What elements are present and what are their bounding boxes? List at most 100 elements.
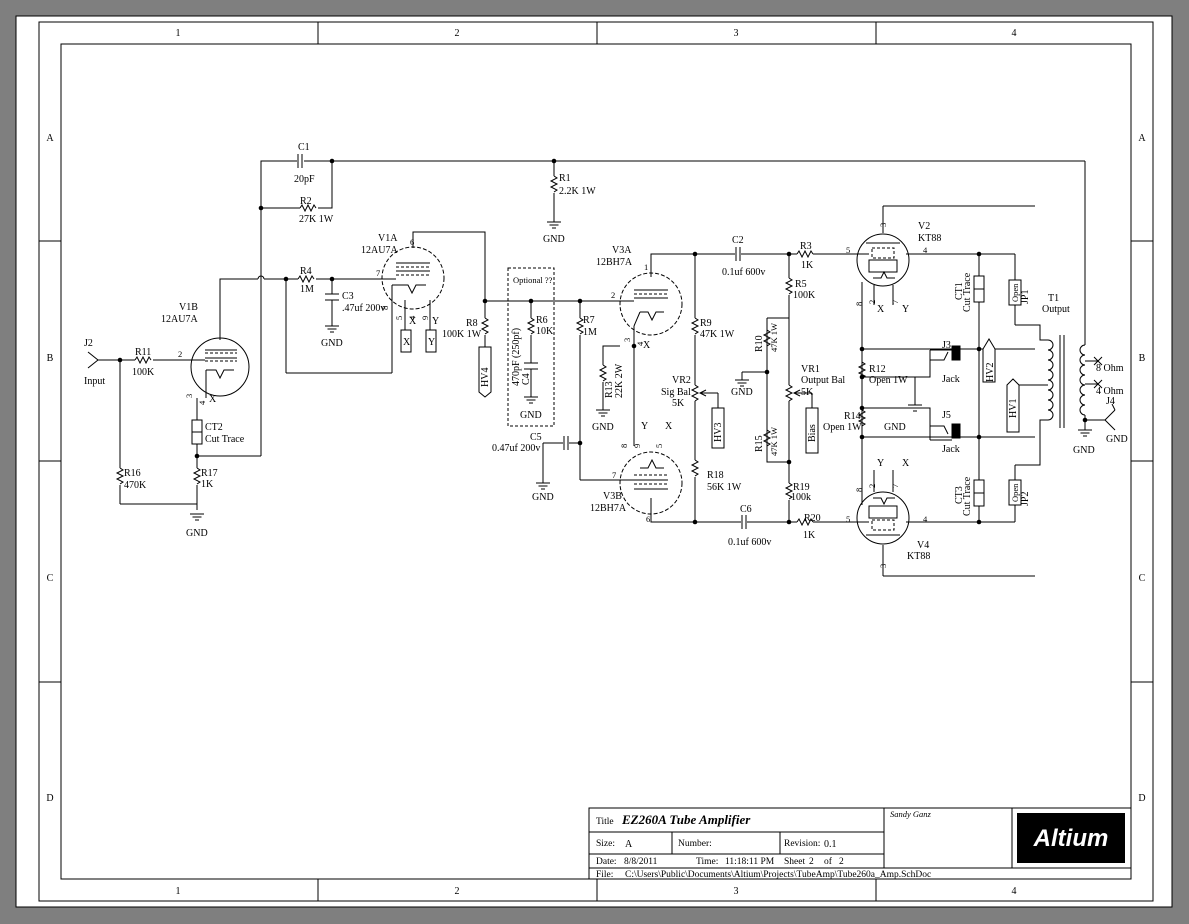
v1b-type: 12AU7A — [161, 314, 198, 325]
file-path: C:\Users\Public\Documents\Altium\Project… — [625, 870, 931, 880]
wires — [98, 160, 1105, 577]
c3-ref: C3 — [342, 291, 354, 302]
v2-ref: V2 — [918, 221, 930, 232]
ct3-value: Cut Trace — [962, 476, 973, 516]
v1a-y-label: Y — [432, 316, 439, 327]
zone-row-a-left: A — [46, 133, 54, 144]
r4-ref: R4 — [300, 266, 312, 277]
sheet-background — [15, 15, 1173, 908]
c6-value: 0.1uf 600v — [728, 537, 771, 548]
v3b-pin-5: 5 — [654, 444, 664, 448]
gnd-label-r1: GND — [543, 234, 565, 245]
potentiometer-vr2 — [691, 384, 707, 402]
v3b-ref: V3B — [603, 491, 622, 502]
v3b-pin-9: 9 — [632, 444, 642, 448]
title-label: Title — [596, 817, 614, 827]
zone-col-1-bottom: 1 — [176, 886, 181, 897]
port-bias — [805, 407, 819, 454]
v3b-x-label: X — [665, 421, 673, 432]
zone-dividers — [39, 22, 1153, 901]
v2-x-label: X — [877, 304, 885, 315]
r15-ref: R15 — [754, 435, 765, 452]
v2-pin-7: 7 — [890, 300, 900, 304]
v1a-pin-9: 9 — [420, 316, 430, 320]
of-label: of — [824, 856, 833, 867]
j3-ref: J3 — [942, 340, 951, 351]
jumper-jp2 — [1008, 479, 1022, 506]
r20-ref: R20 — [804, 513, 821, 524]
ct1-value: Cut Trace — [962, 272, 973, 312]
v4-pin-8: 8 — [854, 488, 864, 492]
hv3-label: HV3 — [713, 423, 724, 442]
connector-j4 — [1104, 403, 1116, 431]
gnd-label-r13: GND — [592, 422, 614, 433]
port-y-v1a — [425, 329, 437, 353]
j5-value: Jack — [942, 444, 960, 455]
cut-trace-ct3 — [973, 479, 985, 507]
port-hv3 — [711, 407, 725, 449]
ct1-ref: CT1 — [954, 282, 965, 300]
time-value: 11:18:11 PM — [725, 857, 775, 867]
r5-ref: R5 — [795, 279, 807, 290]
j2-ref: J2 — [84, 338, 93, 349]
v2-pin-2: 2 — [867, 300, 877, 304]
connector-j2 — [87, 351, 99, 369]
tube-v3a — [612, 272, 683, 336]
v3a-x-label: X — [643, 340, 651, 351]
r6-ref: R6 — [536, 315, 548, 326]
zone-col-4-bottom: 4 — [1012, 886, 1017, 897]
r17-ref: R17 — [201, 468, 218, 479]
v1b-pin-3: 3 — [184, 394, 194, 398]
v2-pin-3: 3 — [878, 223, 888, 227]
v4-pin-3: 3 — [878, 564, 888, 568]
potentiometer-vr1 — [785, 384, 801, 402]
v1a-pin-5: 5 — [394, 316, 404, 320]
v2-y-label: Y — [902, 304, 909, 315]
port-hv2 — [982, 338, 996, 383]
t1-ref: T1 — [1048, 293, 1059, 304]
r9-value: 47K 1W — [700, 329, 735, 340]
v1a-x-label: X — [409, 316, 417, 327]
r15-value: 47K 1W — [769, 427, 779, 456]
vr1-name: Output Bal — [801, 375, 845, 386]
j4-gnd-label: GND — [1106, 434, 1128, 445]
r4-value: 1M — [300, 284, 314, 295]
r2-ref: R2 — [300, 196, 312, 207]
number-label: Number: — [678, 839, 712, 849]
r2-value: 27K 1W — [299, 214, 334, 225]
v3a-pin-4: 4 — [635, 341, 645, 346]
r17-value: 1K — [201, 479, 214, 490]
transformer-t1 — [1047, 335, 1103, 428]
port-x-v1a — [400, 329, 412, 353]
r20-value: 1K — [803, 530, 816, 541]
jp1-ref: JP1 — [1020, 290, 1031, 304]
sheet-label: Sheet — [784, 857, 805, 867]
r3-value: 1K — [801, 260, 814, 271]
ct2-value: Cut Trace — [205, 434, 245, 445]
r6-value: 10K — [536, 326, 554, 337]
r7-value: 1M — [583, 327, 597, 338]
title-block — [588, 807, 1132, 880]
r16-value: 470K — [124, 480, 147, 491]
size-label: Size: — [596, 839, 615, 849]
r13-value: 22K 2W — [614, 363, 625, 398]
v1a-type: 12AU7A — [361, 245, 398, 256]
zone-labels: 1 2 3 4 1 2 3 4 A B C D A B C D — [46, 28, 1146, 897]
port-x-v1a-label: X — [403, 337, 411, 348]
r19-ref: R19 — [793, 482, 810, 493]
capacitor-c3 — [325, 293, 339, 301]
r10-ref: R10 — [754, 335, 765, 352]
junction-dots — [117, 158, 1088, 525]
tube-v1a — [381, 246, 445, 330]
zone-col-4-top: 4 — [1012, 28, 1017, 39]
c1-ref: C1 — [298, 142, 310, 153]
r13-ref: R13 — [604, 381, 615, 398]
r19-value: 100k — [791, 492, 811, 503]
zone-row-c-left: C — [47, 573, 54, 584]
r12-value: Open 1W — [869, 375, 908, 386]
gnd-label-c5: GND — [532, 492, 554, 503]
v4-pin-4: 4 — [923, 514, 928, 524]
zone-col-2-bottom: 2 — [455, 886, 460, 897]
jp1-value: Open — [1010, 283, 1020, 302]
